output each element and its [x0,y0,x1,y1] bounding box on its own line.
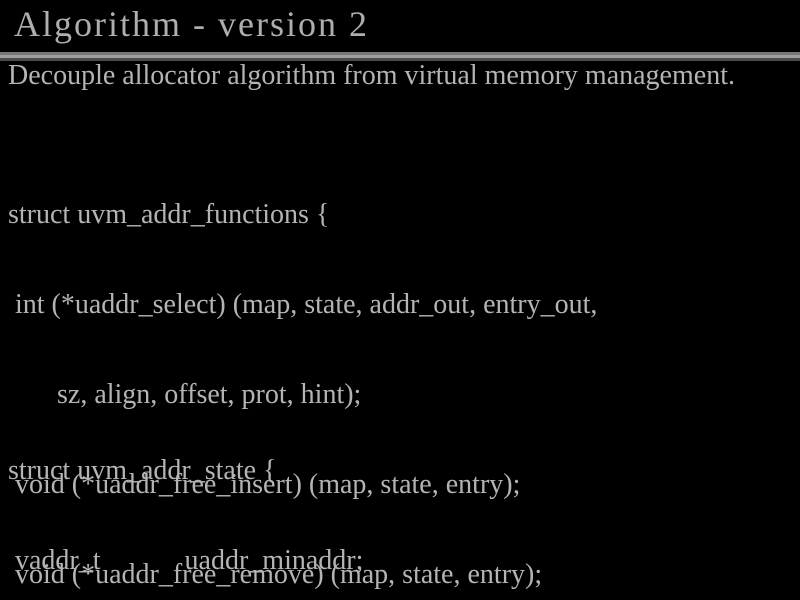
code-block-uvm-addr-functions: struct uvm_addr_functions { int (*uaddr_… [8,140,597,600]
code-line: int (*uaddr_select) (map, state, addr_ou… [8,289,598,320]
code-line: void (*uaddr_free_insert) (map, state, e… [8,469,521,500]
title-underline-rule [0,52,800,61]
code-block-uvm-addr-state: struct uvm_addr_state { vaddr_t uaddr_mi… [8,396,527,600]
code-line: vaddr_t uaddr_minaddr; [8,545,364,576]
slide-subtitle: Decouple allocator algorithm from virtua… [8,60,735,91]
code-line: void (*uaddr_free_remove) (map, state, e… [8,559,543,590]
slide-title: Algorithm - version 2 [14,4,369,44]
code-line: struct uvm_addr_functions { [8,199,330,230]
code-line: struct uvm_addr_state { [8,455,277,486]
code-line: sz, align, offset, prot, hint); [8,379,362,410]
